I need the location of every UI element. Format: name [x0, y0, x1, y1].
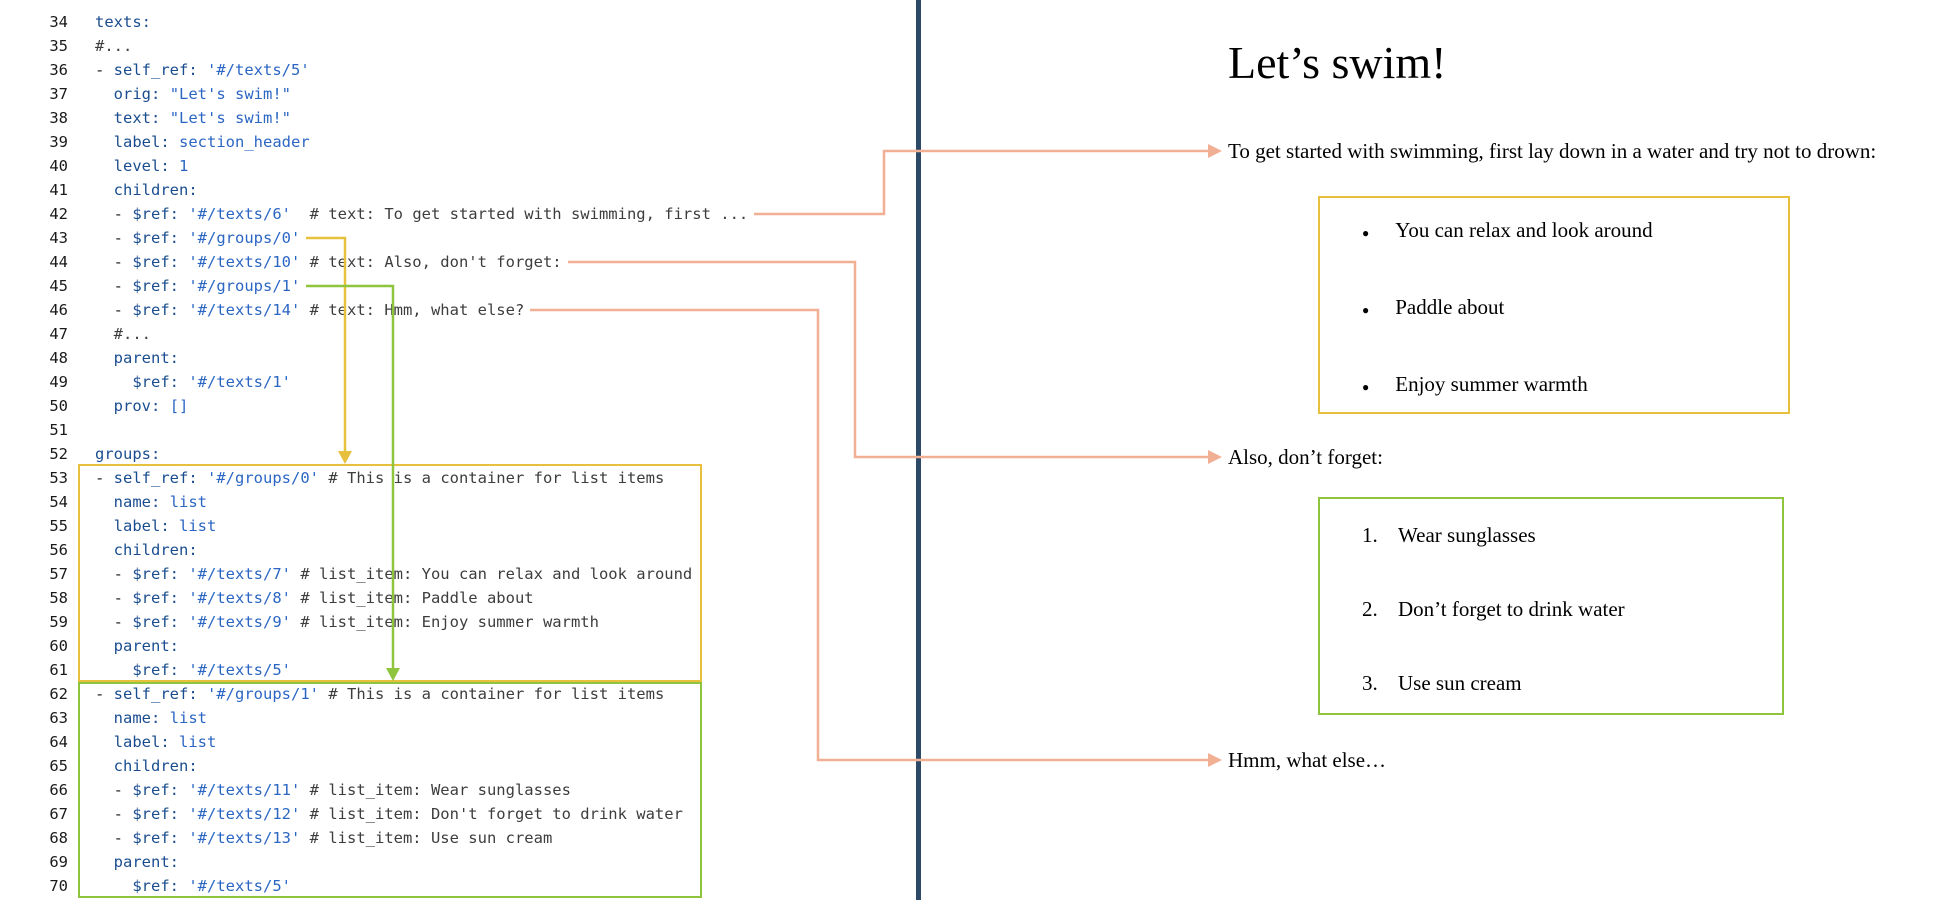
code-line: 69 parent: [0, 850, 748, 874]
line-number: 45 [49, 277, 68, 295]
line-number: 69 [49, 853, 68, 871]
bullet-list-item: ● Enjoy summer warmth [1362, 371, 1778, 398]
line-number: 39 [49, 133, 68, 151]
code-line: 61 $ref: '#/texts/5' [0, 658, 748, 682]
line-number: 47 [49, 325, 68, 343]
code-line: 37 orig: "Let's swim!" [0, 82, 748, 106]
code-line: 47 #... [0, 322, 748, 346]
code-line: 48 parent: [0, 346, 748, 370]
group0-code-outline [78, 464, 702, 682]
list-item-text: Enjoy summer warmth [1395, 372, 1588, 396]
code-line: 39 label: section_header [0, 130, 748, 154]
code-line: 68 - $ref: '#/texts/13' # list_item: Use… [0, 826, 748, 850]
list-item-text: Don’t forget to drink water [1398, 597, 1625, 621]
line-number: 55 [49, 517, 68, 535]
line-number: 41 [49, 181, 68, 199]
code-line: 63 name: list [0, 706, 748, 730]
line-number: 36 [49, 61, 68, 79]
line-number: 35 [49, 37, 68, 55]
numbered-list-item: 2. Don’t forget to drink water [1362, 596, 1772, 623]
bullet-icon: ● [1362, 380, 1370, 394]
line-number: 64 [49, 733, 68, 751]
line-number: 62 [49, 685, 68, 703]
code-line: 46 - $ref: '#/texts/14' # text: Hmm, wha… [0, 298, 748, 322]
code-line: 50 prov: [] [0, 394, 748, 418]
line-number: 52 [49, 445, 68, 463]
code-line: 49 $ref: '#/texts/1' [0, 370, 748, 394]
code-line: 38 text: "Let's swim!" [0, 106, 748, 130]
code-line: 66 - $ref: '#/texts/11' # list_item: Wea… [0, 778, 748, 802]
line-number: 53 [49, 469, 68, 487]
line-number: 44 [49, 253, 68, 271]
line-number: 56 [49, 541, 68, 559]
also-paragraph: Also, don’t forget: [1228, 445, 1383, 469]
line-number: 63 [49, 709, 68, 727]
list-item-text: Use sun cream [1398, 671, 1522, 695]
line-number: 57 [49, 565, 68, 583]
numbered-list-item: 3. Use sun cream [1362, 670, 1772, 697]
line-number: 68 [49, 829, 68, 847]
line-number: 65 [49, 757, 68, 775]
hmm-paragraph: Hmm, what else… [1228, 748, 1387, 772]
line-number: 66 [49, 781, 68, 799]
line-number: 60 [49, 637, 68, 655]
bullet-list-item: ● Paddle about [1362, 294, 1778, 321]
line-number: 67 [49, 805, 68, 823]
code-line: 45 - $ref: '#/groups/1' [0, 274, 748, 298]
line-number: 46 [49, 301, 68, 319]
line-number: 42 [49, 205, 68, 223]
panel-divider [916, 0, 921, 900]
group1-code-outline [78, 682, 702, 898]
line-number: 49 [49, 373, 68, 391]
code-line: 44 - $ref: '#/texts/10' # text: Also, do… [0, 250, 748, 274]
bullet-icon: ● [1362, 226, 1370, 240]
code-line: 55 label: list [0, 514, 748, 538]
code-line: 35#... [0, 34, 748, 58]
list-item-text: Wear sunglasses [1398, 523, 1536, 547]
code-line: 67 - $ref: '#/texts/12' # list_item: Don… [0, 802, 748, 826]
line-number: 50 [49, 397, 68, 415]
code-line: 36- self_ref: '#/texts/5' [0, 58, 748, 82]
line-number: 54 [49, 493, 68, 511]
code-line: 54 name: list [0, 490, 748, 514]
code-line: 60 parent: [0, 634, 748, 658]
list-number: 1. [1362, 523, 1378, 547]
numbered-list: 1. Wear sunglasses 2. Don’t forget to drink… [1362, 522, 1772, 697]
code-line: 70 $ref: '#/texts/5' [0, 874, 748, 898]
bullet-list-box: ● You can relax and look around ● Paddle ab… [1318, 196, 1790, 414]
bullet-list-item: ● You can relax and look around [1362, 217, 1778, 244]
list-number: 2. [1362, 597, 1378, 621]
code-line: 40 level: 1 [0, 154, 748, 178]
code-line: 64 label: list [0, 730, 748, 754]
numbered-list-box: 1. Wear sunglasses 2. Don’t forget to drink… [1318, 497, 1784, 715]
line-number: 34 [49, 13, 68, 31]
code-line: 43 - $ref: '#/groups/0' [0, 226, 748, 250]
numbered-list-item: 1. Wear sunglasses [1362, 522, 1772, 549]
code-line: 56 children: [0, 538, 748, 562]
line-number: 61 [49, 661, 68, 679]
line-number: 40 [49, 157, 68, 175]
line-number: 59 [49, 613, 68, 631]
list-item-text: Paddle about [1395, 295, 1505, 319]
line-number: 37 [49, 85, 68, 103]
code-line: 42 - $ref: '#/texts/6' # text: To get st… [0, 202, 748, 226]
arrow-text6-to-intro-paragraph [754, 144, 1222, 216]
intro-paragraph: To get started with swimming, first lay … [1228, 139, 1877, 163]
line-number: 58 [49, 589, 68, 607]
code-line: 65 children: [0, 754, 748, 778]
line-number: 48 [49, 349, 68, 367]
line-number: 43 [49, 229, 68, 247]
list-item-text: You can relax and look around [1395, 218, 1653, 242]
line-number: 70 [49, 877, 68, 895]
list-number: 3. [1362, 671, 1378, 695]
doc-title: Let’s swim! [1228, 37, 1447, 88]
code-line: 51 [0, 418, 748, 442]
bullet-list: ● You can relax and look around ● Paddle ab… [1362, 217, 1778, 398]
code-line: 41 children: [0, 178, 748, 202]
line-number: 38 [49, 109, 68, 127]
bullet-icon: ● [1362, 303, 1370, 317]
line-number: 51 [49, 421, 68, 439]
